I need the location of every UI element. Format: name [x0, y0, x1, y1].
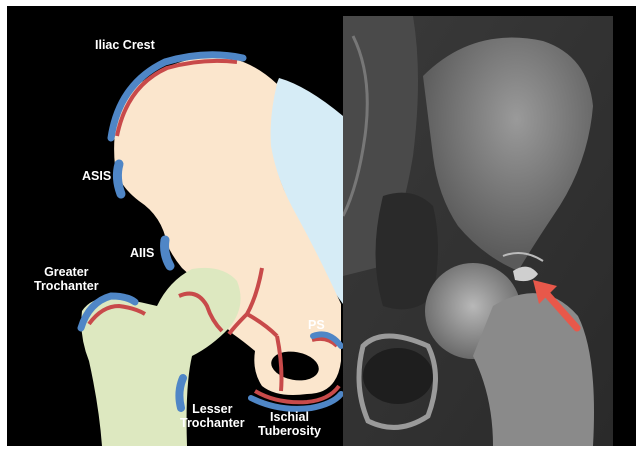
label-ischial-tuberosity: Ischial Tuberosity	[258, 410, 321, 438]
pelvis-diagram	[7, 6, 347, 446]
label-lesser-trochanter: Lesser Trochanter	[180, 402, 245, 430]
figure-panel: Iliac Crest ASIS AIIS Greater Trochanter…	[7, 6, 636, 446]
label-ps: PS	[308, 318, 325, 332]
red-arrow-icon	[529, 276, 585, 336]
xray-image	[343, 16, 613, 446]
label-aiis: AIIS	[130, 246, 154, 260]
label-asis: ASIS	[82, 169, 111, 183]
label-greater-trochanter: Greater Trochanter	[34, 265, 99, 293]
asis-apophysis	[117, 164, 121, 194]
label-iliac-crest: Iliac Crest	[95, 38, 155, 52]
